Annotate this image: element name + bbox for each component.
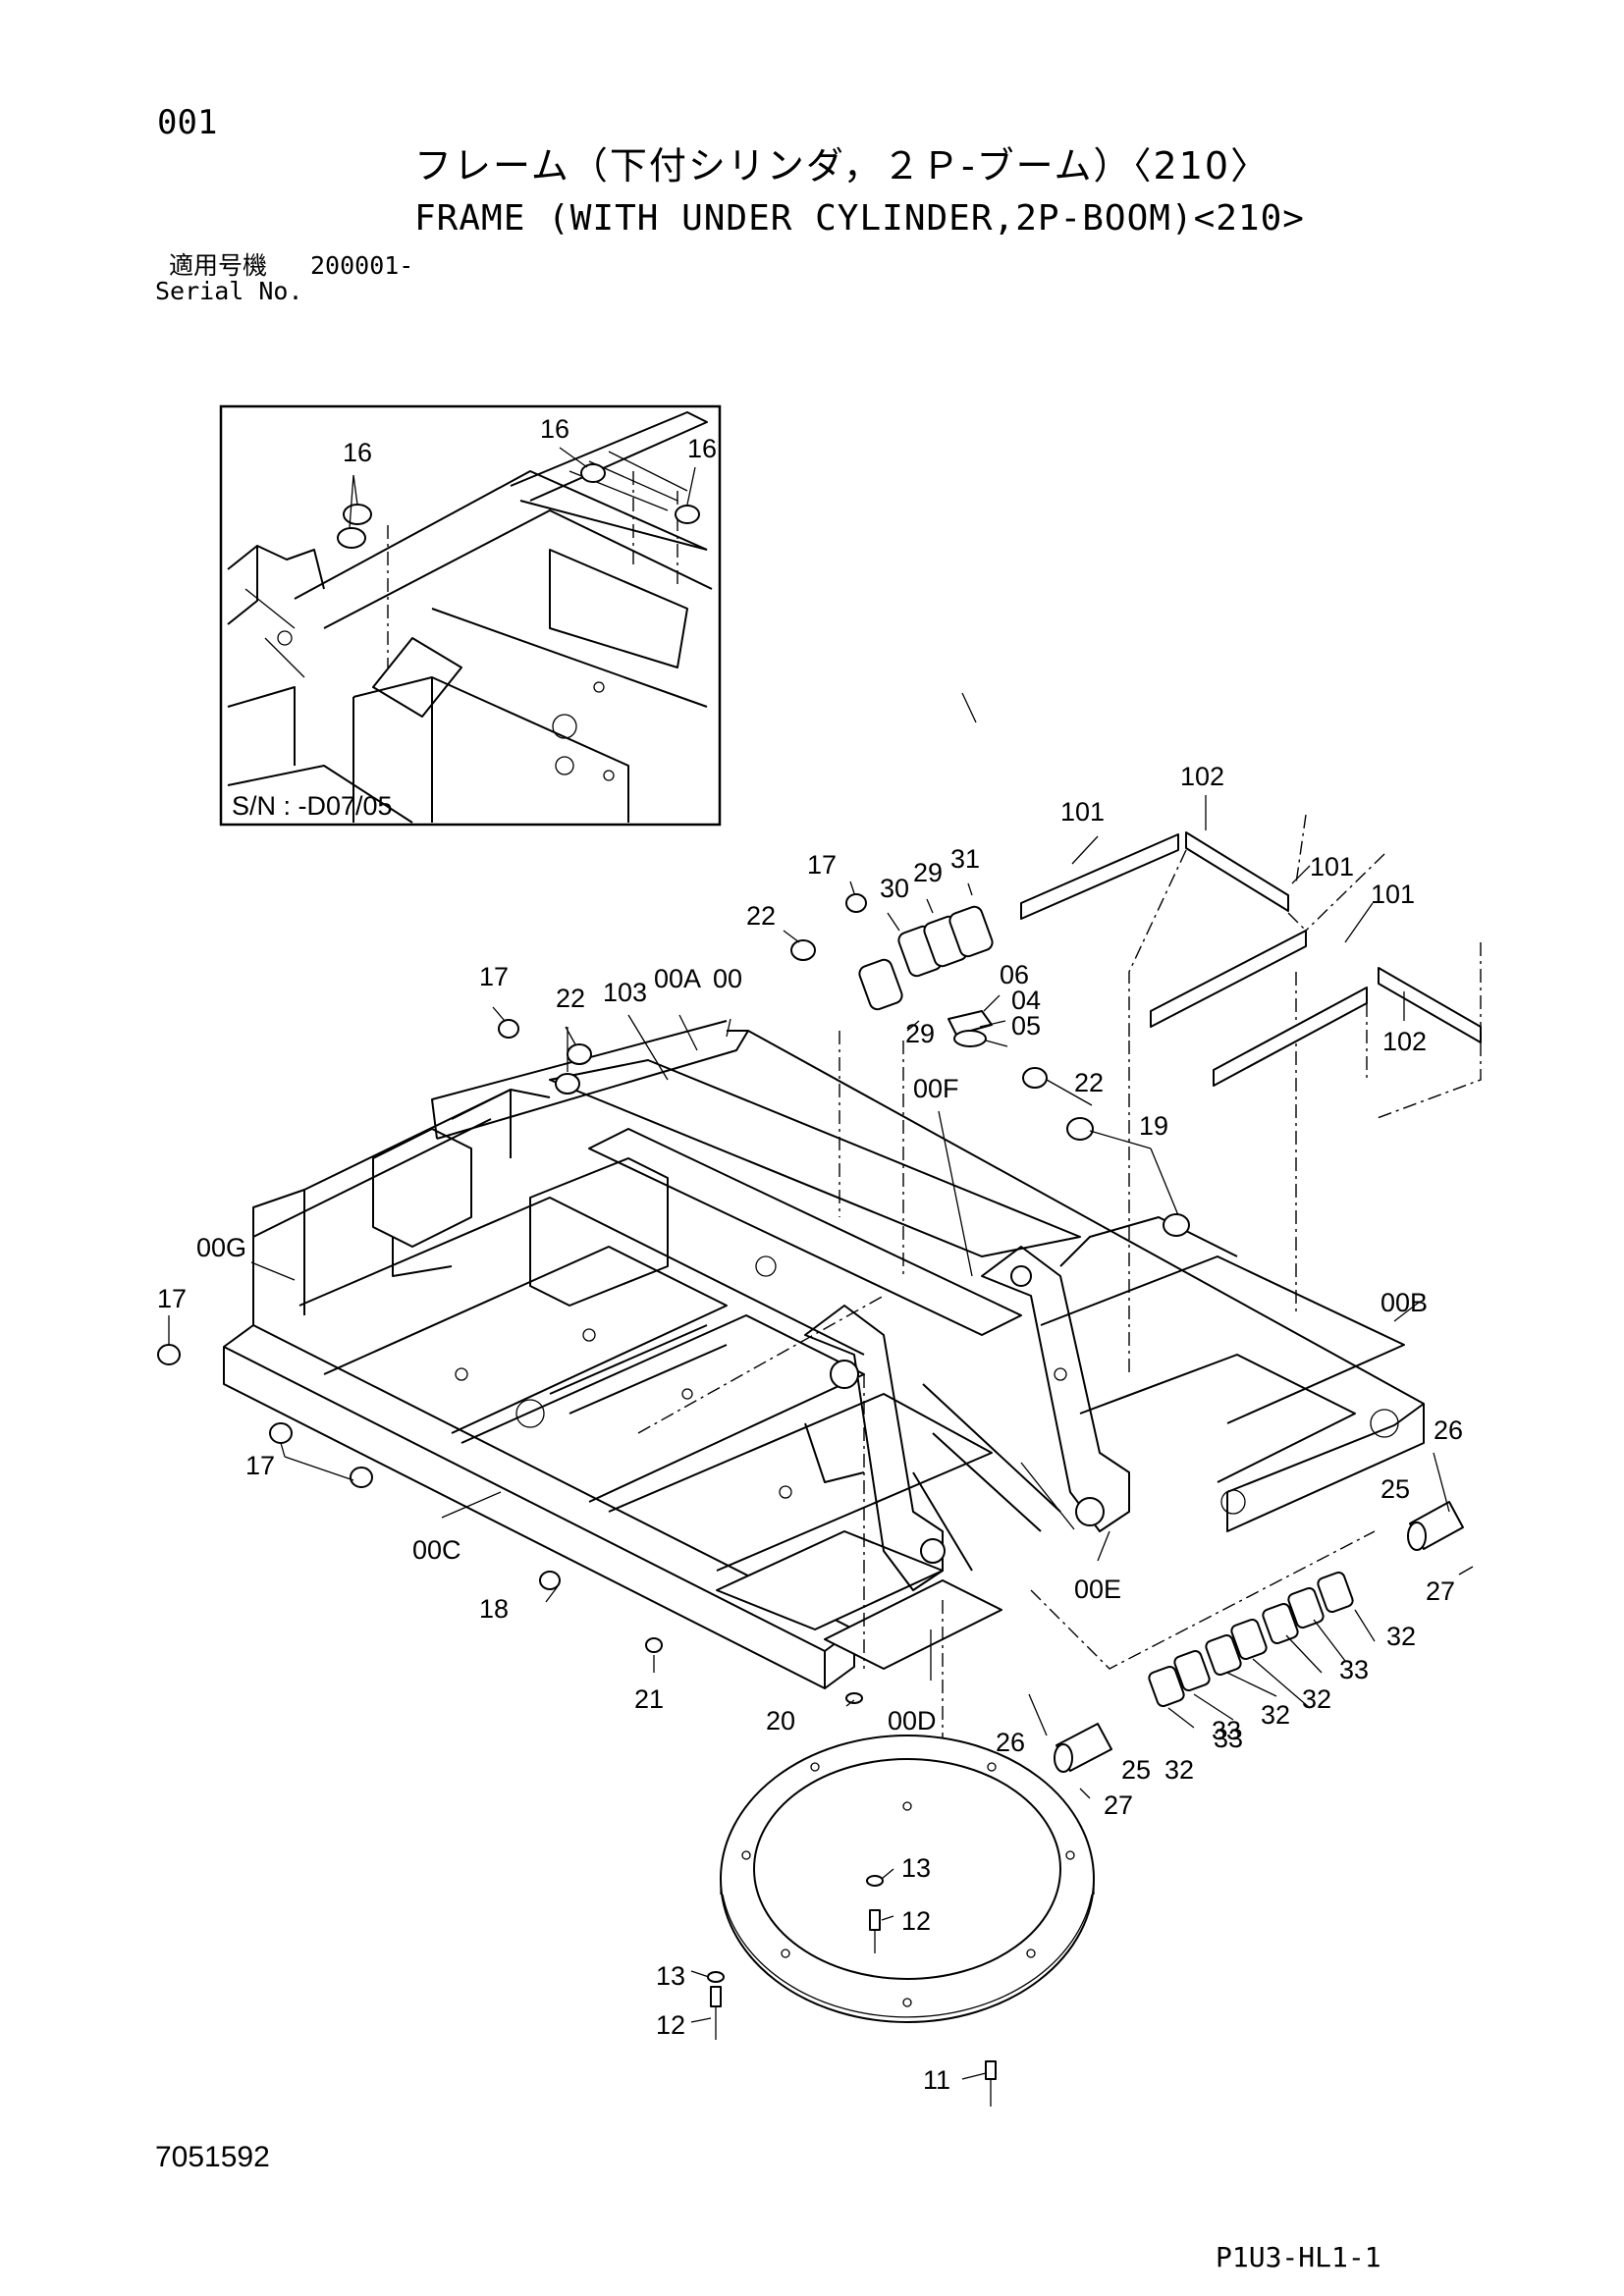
- callout-00G: 00G: [196, 1233, 246, 1262]
- callout-20: 20: [766, 1706, 795, 1735]
- callout-00B: 00B: [1380, 1288, 1428, 1317]
- document-number: 7051592: [155, 2141, 270, 2173]
- pads: [1020, 814, 1482, 1120]
- serial-label-english: Serial No.: [155, 277, 303, 305]
- callout-29b: 29: [905, 1019, 935, 1048]
- callout-18: 18: [479, 1594, 509, 1624]
- callout-27a: 27: [1426, 1576, 1455, 1606]
- callout-25b: 25: [1121, 1755, 1151, 1785]
- callout-102b: 102: [1382, 1027, 1427, 1056]
- callout-26b: 26: [996, 1728, 1025, 1757]
- callout-00E: 00E: [1074, 1575, 1121, 1604]
- callout-32b: 32: [1302, 1684, 1331, 1714]
- inset-callout-16c: 16: [687, 434, 717, 463]
- callout-12b: 12: [656, 2010, 685, 2040]
- small-parts: [157, 692, 1474, 2107]
- callout-22b: 22: [556, 984, 585, 1013]
- swing-bearing-ring: [720, 1735, 1095, 2023]
- callout-00A: 00A: [654, 964, 701, 993]
- callout-32a: 32: [1386, 1622, 1416, 1651]
- callout-33c: 33: [1214, 1724, 1243, 1753]
- callout-06: 06: [1000, 960, 1029, 989]
- callout-29a: 29: [913, 858, 943, 887]
- callout-00: 00: [713, 964, 742, 993]
- callout-17d: 17: [245, 1451, 275, 1480]
- callout-33a: 33: [1339, 1655, 1369, 1684]
- page-code: P1U3-HL1-1: [1216, 2241, 1381, 2273]
- callout-05: 05: [1011, 1011, 1041, 1041]
- callout-25a: 25: [1380, 1474, 1410, 1504]
- callout-13b: 13: [656, 1961, 685, 1991]
- callout-11: 11: [923, 2065, 950, 2095]
- callout-00C: 00C: [412, 1535, 461, 1565]
- callout-22a: 22: [746, 901, 776, 931]
- leader-lines: [168, 795, 1421, 2080]
- page-number: 001: [157, 103, 218, 142]
- callout-labels: 101 102 101 101 102 17 30 29 31 22 06 04…: [157, 762, 1463, 2095]
- callout-33b: 33: [1212, 1716, 1241, 1745]
- callout-102a: 102: [1180, 762, 1224, 791]
- callout-101b: 101: [1310, 852, 1354, 881]
- inset-detail: 16 16 16 S/N : -D07/05: [219, 404, 722, 827]
- callout-13a: 13: [901, 1853, 931, 1883]
- callout-26a: 26: [1434, 1415, 1463, 1445]
- callout-12a: 12: [901, 1906, 931, 1936]
- main-frame-drawing: [223, 972, 1425, 1767]
- callout-30: 30: [880, 874, 909, 903]
- title-japanese: フレーム（下付シリンダ，２Ｐ-ブーム）〈210〉: [414, 144, 1271, 187]
- callout-22c: 22: [1074, 1068, 1104, 1097]
- callout-17a: 17: [807, 850, 837, 880]
- callout-27b: 27: [1104, 1790, 1133, 1820]
- callout-21: 21: [634, 1684, 664, 1714]
- callout-19: 19: [1139, 1111, 1168, 1141]
- callout-00D: 00D: [888, 1706, 937, 1735]
- inset-callout-16a: 16: [343, 438, 372, 467]
- callout-32d: 32: [1164, 1755, 1194, 1785]
- callout-31: 31: [950, 844, 980, 874]
- inset-callout-16b: 16: [540, 414, 569, 444]
- callout-101c: 101: [1371, 880, 1415, 909]
- callout-103: 103: [603, 978, 647, 1007]
- serial-label-japanese: 適用号機: [169, 251, 268, 280]
- inset-serial-caption: S/N : -D07/05: [232, 791, 393, 821]
- title-english: FRAME (WITH UNDER CYLINDER,2P-BOOM)<210>: [414, 198, 1305, 239]
- callout-00F: 00F: [913, 1074, 959, 1103]
- callout-101a: 101: [1060, 797, 1105, 827]
- callout-17c: 17: [157, 1284, 187, 1313]
- callout-04: 04: [1011, 986, 1041, 1015]
- serial-value: 200001-: [310, 251, 414, 280]
- callout-32c: 32: [1261, 1700, 1290, 1730]
- callout-17b: 17: [479, 962, 509, 991]
